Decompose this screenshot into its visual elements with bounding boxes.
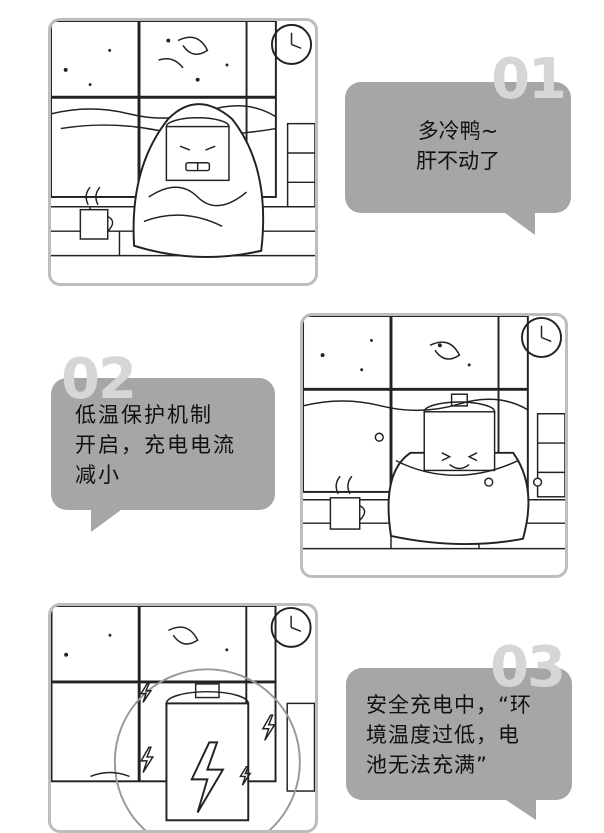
bubble-text-line: 安全充电中，“环 (366, 693, 532, 717)
bubble-text-line: 低温保护机制 (75, 403, 213, 427)
speech-bubble-1: 01 多冷鸭~ 肝不动了 (345, 52, 571, 235)
speech-bubble-tail (91, 510, 121, 532)
comic-panel-3 (48, 603, 318, 833)
speech-bubble-tail (506, 800, 536, 820)
comic-panel-2 (300, 313, 568, 578)
bubble-text-line: 减小 (75, 463, 121, 487)
comic-panel-1 (48, 18, 318, 286)
panel-number-2: 02 (61, 347, 137, 412)
speech-bubble-tail (505, 213, 535, 235)
speech-bubble-2: 02 低温保护机制 开启，充电电流 减小 (51, 352, 275, 532)
panel-number-3: 03 (490, 635, 566, 700)
illustration-charging-battery (51, 606, 315, 830)
illustration-cold-battery (51, 21, 315, 258)
bubble-text-line: 开启，充电电流 (75, 433, 236, 457)
bubble-text-line: 多冷鸭~ (417, 119, 499, 143)
bubble-text-line: 境温度过低，电 (366, 723, 520, 747)
panel-number-1: 01 (491, 47, 567, 112)
bubble-text-line: 池无法充满” (366, 753, 488, 777)
speech-bubble-3: 03 安全充电中，“环 境温度过低，电 池无法充满” (346, 640, 572, 820)
bubble-text-line: 肝不动了 (416, 149, 500, 173)
illustration-battery-blanket (303, 316, 565, 550)
